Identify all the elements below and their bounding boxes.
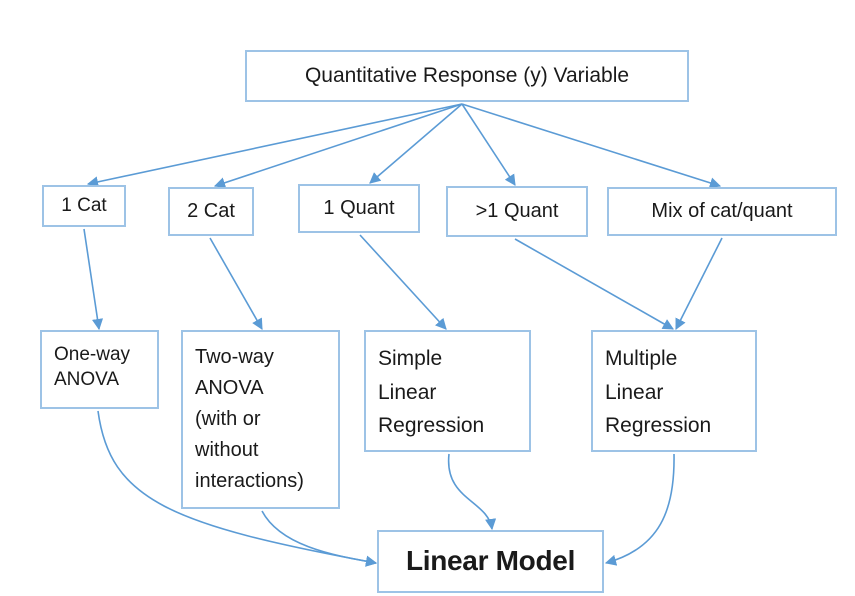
node-two-way-anova: Two-way ANOVA (with or without interacti… — [181, 330, 340, 509]
arrow-quant1-to-slr — [359, 234, 447, 330]
arrow-root-to-quant-many — [461, 103, 516, 186]
node-linear-model: Linear Model — [377, 530, 604, 593]
arrow-cat1-to-anova1 — [83, 228, 104, 331]
arrow-mix-to-mlr — [675, 237, 723, 330]
arrow-anova2-to-linear-model — [261, 510, 378, 567]
arrow-root-to-cat1 — [86, 103, 463, 188]
arrow-root-to-quant1 — [369, 103, 463, 184]
node-many-quant: >1 Quant — [446, 186, 588, 237]
arrow-slr-to-linear-model — [447, 453, 497, 531]
node-multiple-linear-regression: Multiple Linear Regression — [591, 330, 757, 452]
node-quantitative-response: Quantitative Response (y) Variable — [245, 50, 689, 102]
node-one-cat: 1 Cat — [42, 185, 126, 227]
node-mix-cat-quant: Mix of cat/quant — [607, 187, 837, 236]
node-simple-linear-regression: Simple Linear Regression — [364, 330, 531, 452]
arrow-anova1-to-linear-model — [97, 410, 378, 567]
arrow-root-to-mix — [461, 103, 722, 189]
node-one-way-anova: One-way ANOVA — [40, 330, 159, 409]
arrow-cat2-to-anova2 — [209, 237, 263, 330]
arrow-quant-many-to-mlr — [514, 238, 674, 330]
arrow-root-to-cat2 — [213, 103, 463, 189]
node-one-quant: 1 Quant — [298, 184, 420, 233]
node-two-cat: 2 Cat — [168, 187, 254, 236]
arrow-mlr-to-linear-model — [604, 453, 675, 566]
